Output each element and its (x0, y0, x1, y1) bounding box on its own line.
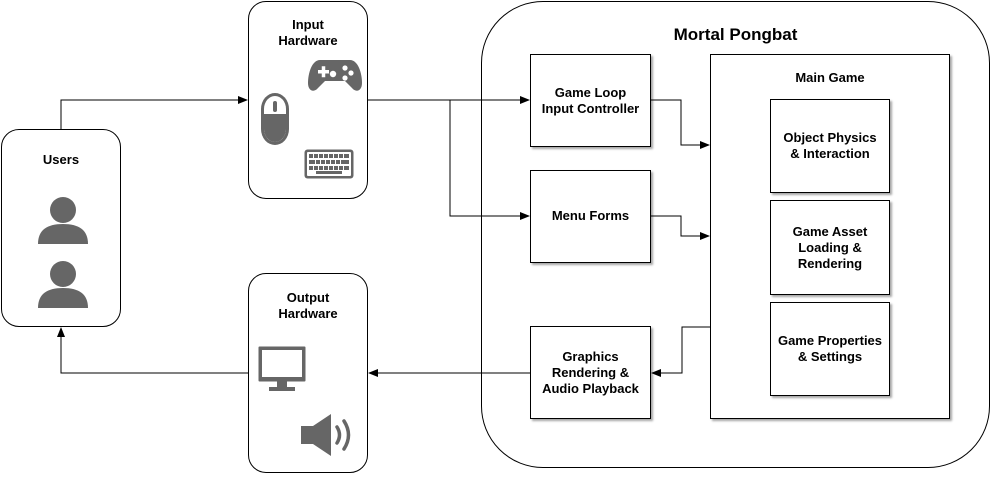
component-label: Game Properties & Settings (777, 333, 883, 364)
keyboard-icon (304, 149, 354, 179)
system-title: Mortal Pongbat (673, 25, 798, 44)
component-label: Game Asset Loading & Rendering (792, 223, 868, 271)
users-label: Users (42, 152, 80, 167)
users-box: Users (1, 129, 121, 327)
main-game-component: Object Physics & Interaction (770, 99, 890, 193)
game-loop-input-controller-box: Game Loop Input Controller (530, 54, 651, 147)
input-hardware-label: Input Hardware (278, 17, 338, 48)
connector-output-to-users (57, 327, 248, 374)
connector-users-to-input (60, 96, 248, 129)
component-label: Object Physics & Interaction (783, 130, 877, 161)
speaker-icon (301, 414, 351, 456)
input-hardware-box: Input Hardware (248, 1, 368, 199)
output-hardware-box: Output Hardware (248, 273, 368, 473)
game-loop-input-controller-label: Game Loop Input Controller (541, 84, 640, 116)
menu-forms-box: Menu Forms (530, 170, 651, 263)
user-icon (38, 261, 88, 308)
output-hardware-label: Output Hardware (278, 290, 338, 321)
main-game-label: Main Game (795, 70, 865, 85)
main-game-component: Game Asset Loading & Rendering (770, 200, 890, 295)
graphics-audio-label: Graphics Rendering & Audio Playback (542, 348, 639, 396)
menu-forms-label: Menu Forms (551, 207, 630, 223)
main-game-component: Game Properties & Settings (770, 302, 890, 396)
user-icon (38, 197, 88, 244)
graphics-audio-box: Graphics Rendering & Audio Playback (530, 326, 651, 419)
mouse-icon (261, 93, 289, 145)
gamepad-icon (308, 60, 362, 91)
monitor-icon (258, 346, 306, 391)
